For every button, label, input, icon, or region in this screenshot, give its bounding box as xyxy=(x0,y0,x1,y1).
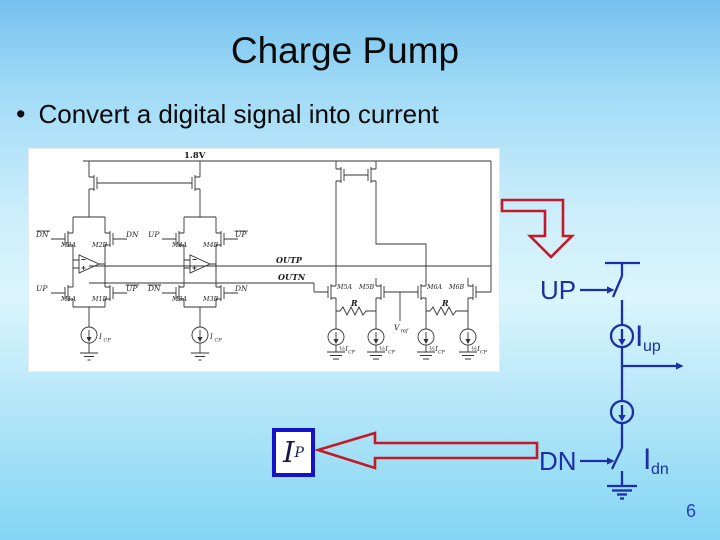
diagram-arrowheads xyxy=(607,286,684,465)
bullet-item: • Convert a digital signal into current xyxy=(16,99,439,129)
dn-signal-label: DN xyxy=(539,446,577,476)
label-m2a: M2A xyxy=(60,242,76,249)
label-m2b: M2B xyxy=(91,242,107,249)
fet-m6b-icon xyxy=(467,277,485,307)
bullet-glyph: • xyxy=(16,99,26,129)
label-half-icp-4-sub: CP xyxy=(480,350,488,356)
fet-m2b-icon xyxy=(104,224,122,254)
pmos-top-right-a-icon xyxy=(335,160,353,190)
bullet-text: Convert a digital signal into current xyxy=(38,99,439,129)
label-outn: OUTN xyxy=(278,272,306,282)
label-m5b: M5B xyxy=(358,284,374,291)
label-dn-bar-1: DN xyxy=(35,230,49,239)
circuit-wires xyxy=(51,160,492,353)
label-m1a: M1A xyxy=(60,296,76,303)
label-up-2: UP xyxy=(36,284,48,293)
label-m6a: M6A xyxy=(426,284,442,291)
up-signal-label: UP xyxy=(540,275,576,305)
overline-marks xyxy=(36,230,248,286)
diagram-wires xyxy=(580,261,676,500)
idn-label-sub: dn xyxy=(651,461,669,478)
label-m3a: M3A xyxy=(171,296,187,303)
fet-m4b-icon xyxy=(215,224,233,254)
bent-arrow-icon xyxy=(500,198,576,259)
label-up-bar-1: UP xyxy=(235,230,247,239)
ip-label-sub: P xyxy=(294,444,304,461)
iup-label-sub: up xyxy=(643,338,661,355)
label-half-icp-1-sub: CP xyxy=(348,350,356,356)
circuit-schematic-image: 1.8V DN M2A M2B DN UP M4A M4B UP UP M1A … xyxy=(28,148,500,372)
label-half-icp-2: ½I xyxy=(379,345,388,353)
label-dn-2: DN xyxy=(234,284,248,293)
label-m5a: M5A xyxy=(336,284,352,291)
simplified-charge-pump-diagram: UP DN I up I dn xyxy=(539,261,684,500)
label-half-icp-4: ½I xyxy=(471,345,480,353)
current-source-arrowheads xyxy=(86,337,471,344)
fet-m5b-icon xyxy=(375,277,393,307)
fet-m6a-icon xyxy=(409,277,427,307)
label-r-2: R xyxy=(441,298,449,308)
label-half-icp-1: ½I xyxy=(339,345,348,353)
pmos-mirror-left-icon xyxy=(88,168,106,198)
label-m3b: M3B xyxy=(202,296,218,303)
idn-label: I xyxy=(643,443,651,476)
current-source-icons xyxy=(80,326,477,346)
page-title: Charge Pump xyxy=(230,30,460,71)
page-number: 6 xyxy=(686,501,697,521)
label-m6b: M6B xyxy=(448,284,464,291)
idn-current-source-icon xyxy=(609,399,635,425)
label-up-bar-2: UP xyxy=(126,284,138,293)
label-vref-sub: ref xyxy=(401,329,410,335)
label-icp-1-sub: CP xyxy=(104,338,112,344)
label-half-icp-3-sub: CP xyxy=(438,350,446,356)
fet-m5a-icon xyxy=(319,277,337,307)
pmos-mirror-right-icon xyxy=(183,168,201,198)
label-up-1: UP xyxy=(148,230,160,239)
pmos-top-right-b-icon xyxy=(359,160,377,190)
label-dn-bar-2: DN xyxy=(147,284,161,293)
label-m4b: M4B xyxy=(202,242,218,249)
label-icp-1: I xyxy=(98,333,102,341)
label-half-icp-3: ½I xyxy=(429,345,438,353)
iup-current-source-icon xyxy=(609,323,635,349)
label-icp-2-sub: CP xyxy=(215,338,223,344)
label-vref: V xyxy=(394,323,401,332)
ip-label: I xyxy=(283,435,295,469)
label-outp: OUTP xyxy=(276,255,303,265)
circuit-schematic-svg: 1.8V DN M2A M2B DN UP M4A M4B UP UP M1A … xyxy=(35,151,492,361)
label-r-1: R xyxy=(350,298,358,308)
label-supply: 1.8V xyxy=(184,151,206,161)
label-icp-2: I xyxy=(209,333,213,341)
opamp-icons xyxy=(78,254,212,274)
resistor-icons xyxy=(336,305,468,317)
label-half-icp-2-sub: CP xyxy=(388,350,396,356)
ground-icons xyxy=(80,351,477,361)
long-left-arrow-icon xyxy=(313,431,539,470)
iup-label: I xyxy=(635,320,643,353)
label-m4a: M4A xyxy=(171,242,187,249)
label-m1b: M1B xyxy=(91,296,107,303)
label-dn-1: DN xyxy=(125,230,139,239)
